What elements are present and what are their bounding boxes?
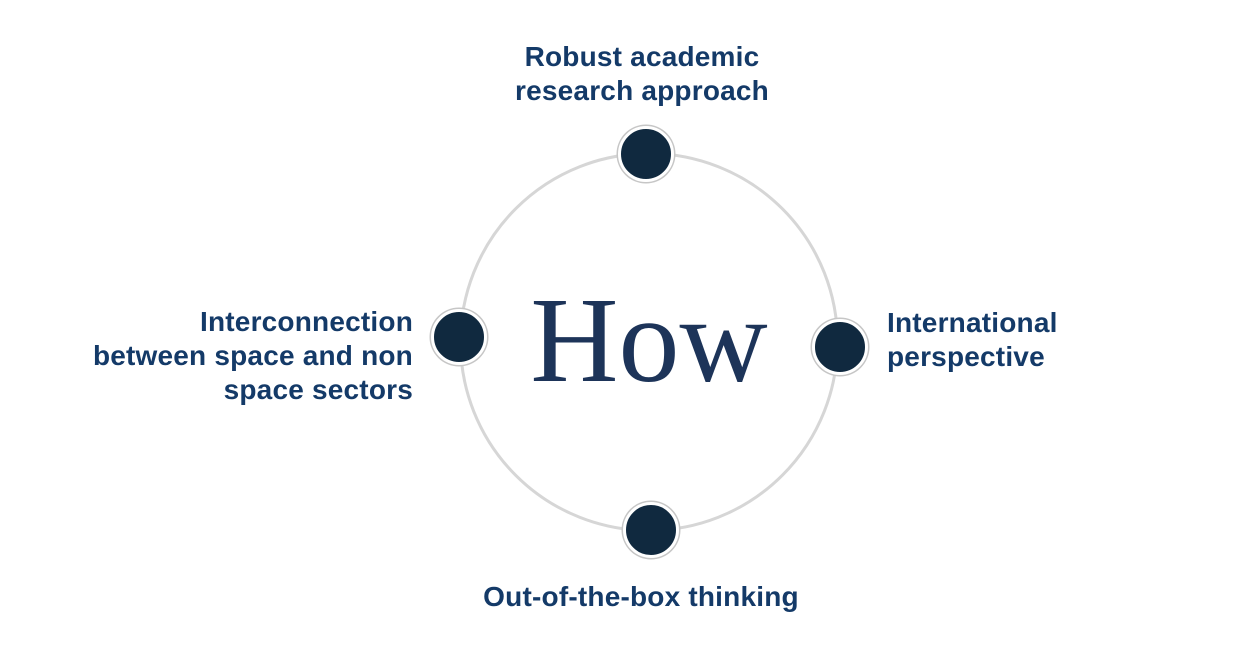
label-top: Robust academic research approach [515, 40, 769, 108]
label-right-line-1: International [887, 307, 1058, 338]
label-bottom-line-1: Out-of-the-box thinking [483, 581, 799, 612]
bottom-node-dot-icon [623, 502, 679, 558]
right-node-dot-icon [812, 319, 868, 375]
top-node-dot-icon [618, 126, 674, 182]
label-right-line-2: perspective [887, 341, 1045, 372]
label-left: Interconnection between space and non sp… [93, 305, 413, 407]
label-top-line-1: Robust academic [524, 41, 760, 72]
label-left-line-3: space sectors [223, 374, 413, 405]
left-node-dot-icon [431, 309, 487, 365]
center-word: How [530, 273, 768, 409]
label-left-line-1: Interconnection [199, 306, 413, 337]
label-right: International perspective [887, 306, 1058, 374]
label-left-line-2: between space and non [92, 340, 413, 371]
label-top-line-2: research approach [515, 75, 769, 106]
label-bottom: Out-of-the-box thinking [483, 580, 799, 614]
